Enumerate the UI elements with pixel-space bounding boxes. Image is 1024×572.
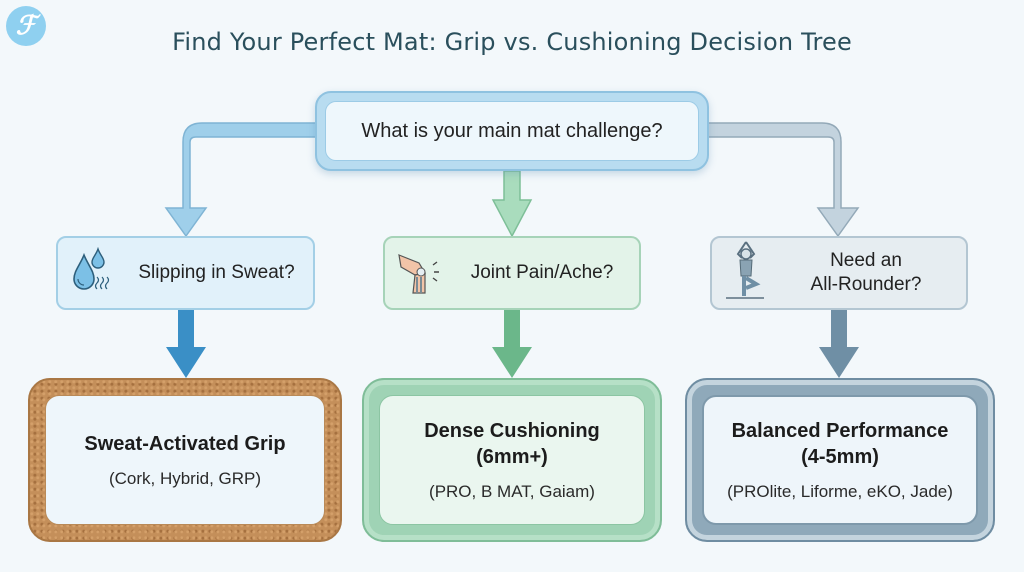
question-text: Need an All-Rounder? [778, 249, 954, 297]
question-text: Joint Pain/Ache? [470, 262, 614, 284]
arrow-root-to-joint [491, 170, 533, 238]
yoga-pose-icon [724, 240, 768, 306]
result-subtitle: (4-5mm) [801, 446, 879, 468]
result-examples: (Cork, Hybrid, GRP) [108, 469, 262, 488]
result-node-grip: Sweat-Activated Grip (Cork, Hybrid, GRP) [28, 378, 342, 542]
logo-glyph: ℱ [15, 11, 37, 41]
question-node-sweat: Slipping in Sweat? [56, 236, 315, 310]
sweat-drops-icon [70, 246, 122, 299]
question-text: Slipping in Sweat? [138, 262, 295, 284]
arrow-root-to-sweat [164, 122, 319, 238]
question-line-1: Need an [830, 250, 902, 272]
result-node-cushioning: Dense Cushioning (6mm+) (PRO, B MAT, Gai… [362, 378, 662, 542]
result-card: Balanced Performance (4-5mm) (PROlite, L… [702, 395, 978, 525]
result-title: Sweat-Activated Grip [84, 433, 286, 455]
arrow-root-to-allrounder [705, 122, 860, 238]
brand-logo: ℱ [6, 6, 46, 46]
result-examples: (PROlite, Liforme, eKO, Jade) [727, 482, 953, 501]
result-title: Balanced Performance [731, 420, 949, 442]
knee-joint-icon [397, 245, 447, 301]
result-examples: (PRO, B MAT, Gaiam) [429, 482, 595, 501]
result-node-balanced: Balanced Performance (4-5mm) (PROlite, L… [685, 378, 995, 542]
root-question-node: What is your main mat challenge? [315, 91, 709, 171]
result-card: Sweat-Activated Grip (Cork, Hybrid, GRP) [45, 395, 325, 525]
arrow-allrounder-to-result [819, 310, 859, 378]
page-title: Find Your Perfect Mat: Grip vs. Cushioni… [172, 28, 852, 56]
arrow-joint-to-result [492, 310, 532, 378]
root-question: What is your main mat challenge? [325, 101, 699, 161]
question-node-allrounder: Need an All-Rounder? [710, 236, 968, 310]
question-line-2: All-Rounder? [810, 274, 922, 295]
result-card: Dense Cushioning (6mm+) (PRO, B MAT, Gai… [379, 395, 645, 525]
question-node-joint: Joint Pain/Ache? [383, 236, 641, 310]
result-title: Dense Cushioning [424, 420, 600, 442]
result-subtitle: (6mm+) [476, 446, 548, 468]
arrow-sweat-to-result [166, 310, 206, 378]
